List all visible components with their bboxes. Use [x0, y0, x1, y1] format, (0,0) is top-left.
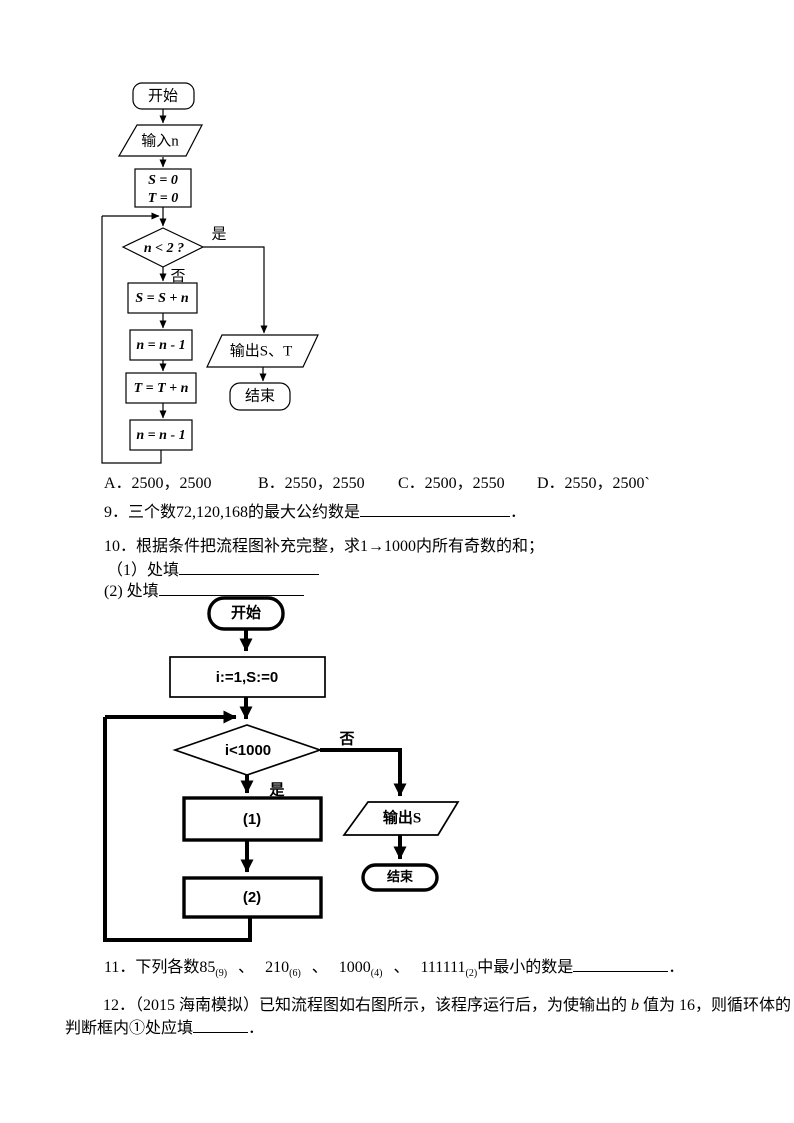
fc2-no-branch-line [320, 748, 407, 797]
q12-post: 值为 16，则循环体的 [643, 997, 792, 1014]
fc2-step2-label: (2) [243, 889, 261, 906]
fc2-init-node [169, 656, 326, 698]
q11-sep1: 、 [238, 959, 255, 976]
fc1-yes-branch-line [203, 246, 268, 334]
question-9: 9．三个数72,120,168的最大公约数是 ． [104, 501, 526, 523]
fc1-condition-node [121, 227, 205, 268]
fc2-end-node [361, 863, 439, 892]
fc1-input-node [117, 124, 203, 157]
question-11: 11．下列各数85(9) 、 210(6) 、 1000(4) 、 111111(2)中最小… [104, 956, 684, 980]
q10-blank2-line [158, 580, 304, 596]
fc1-init-line1: S = 0 [148, 173, 178, 188]
fc1-end-label: 结束 [245, 387, 275, 404]
fc1-output-node [206, 334, 319, 368]
q11-sep2: 、 [311, 959, 328, 976]
flowchart-1: 开始 输入n S = 0 T = 0 n < 2 ? 是 否 S = S + n… [101, 82, 319, 464]
q11-sep3: 、 [393, 959, 410, 976]
fc1-step4-node [129, 419, 193, 451]
fc1-step1-label: S = S + n [135, 291, 189, 306]
fc1-yes-label: 是 [211, 226, 226, 242]
q11-base4: (2) [465, 968, 478, 979]
q11-period: ． [668, 959, 685, 976]
q12-var-b: b [631, 997, 640, 1014]
fc1-start-node [132, 82, 195, 110]
q11-num3: 1000 [338, 959, 371, 976]
question-10-blank2: (2) 处填 [104, 580, 304, 602]
q9-text: 9．三个数72,120,168的最大公约数是 [104, 504, 361, 521]
fc1-condition-label: n < 2 ? [144, 241, 184, 256]
q12-pre: 12．（2015 海南模拟）已知流程图如右图所示，该程序运行后，为使输出的 [103, 997, 628, 1014]
question-12-line2: 判断框内①处应填 ． [65, 1017, 264, 1039]
flowchart-2: 开始 i:=1,S:=0 i<1000 否 是 (1) (2) 输出S 结束 [103, 596, 460, 942]
q10-blank1-label: （1）处填 [107, 562, 180, 579]
fc1-loop-back-line [101, 216, 162, 464]
fc2-condition-node [172, 724, 323, 776]
fc2-start-node [207, 596, 285, 631]
fc2-condition-label: i<1000 [225, 742, 271, 759]
fc2-step1-node [182, 796, 323, 842]
q12-period: ． [248, 1020, 265, 1037]
fc2-end-label: 结束 [387, 869, 414, 884]
q11-base1: (9) [215, 968, 228, 979]
q11-answer-blank [573, 956, 669, 972]
fc2-loop-back-line [103, 717, 252, 942]
q10-blank1-line [179, 559, 320, 575]
option-b: B．2550，2550 [258, 475, 365, 492]
fc2-step2-node [182, 876, 323, 919]
fc1-start-label: 开始 [148, 87, 178, 104]
fc2-yes-label: 是 [268, 781, 285, 798]
q11-base3: (4) [370, 968, 383, 979]
fc1-step1-node [127, 282, 198, 314]
q11-num1: 85 [199, 959, 216, 976]
fc2-no-label: 否 [338, 730, 354, 747]
fc2-init-label: i:=1,S:=0 [216, 669, 279, 686]
q11-prefix: 11．下列各数 [104, 959, 200, 976]
fc1-output-label: 输出S、T [230, 342, 293, 359]
question-10-blank1: （1）处填 [107, 559, 320, 581]
fc2-output-label: 输出S [383, 808, 421, 826]
fc2-start-label: 开始 [231, 603, 261, 621]
fc1-input-label: 输入n [141, 132, 179, 149]
fc1-init-node [134, 168, 192, 208]
fc1-init-line2: T = 0 [148, 191, 179, 206]
q11-num2: 210 [265, 959, 290, 976]
option-d: D．2550，2500` [537, 475, 650, 492]
fc1-step3-label: T = T + n [134, 381, 189, 396]
q11-num4: 111111 [420, 959, 466, 976]
fc2-step1-label: (1) [243, 811, 261, 828]
q11-base2: (6) [289, 968, 301, 979]
q9-period: ． [510, 504, 527, 521]
fc1-no-label: 否 [170, 268, 185, 284]
fc1-step2-label: n = n - 1 [136, 338, 185, 353]
q11-mid: 中最小的数是 [477, 959, 574, 976]
fc1-step3-node [125, 372, 197, 404]
fc1-step2-node [129, 329, 193, 361]
fc1-step4-label: n = n - 1 [136, 428, 185, 443]
question-10-line1: 10．根据条件把流程图补充完整，求1→1000内所有奇数的和； [104, 538, 545, 555]
q12-line2-label: 判断框内①处应填 [65, 1020, 194, 1037]
q10-blank2-label: (2) 处填 [104, 583, 159, 600]
option-c: C．2500，2550 [398, 475, 505, 492]
fc1-end-node [229, 382, 291, 411]
option-a: A．2500，2500 [104, 475, 212, 492]
fc2-output-node [342, 801, 460, 836]
q9-answer-blank [360, 501, 511, 517]
q12-answer-blank [193, 1017, 249, 1033]
